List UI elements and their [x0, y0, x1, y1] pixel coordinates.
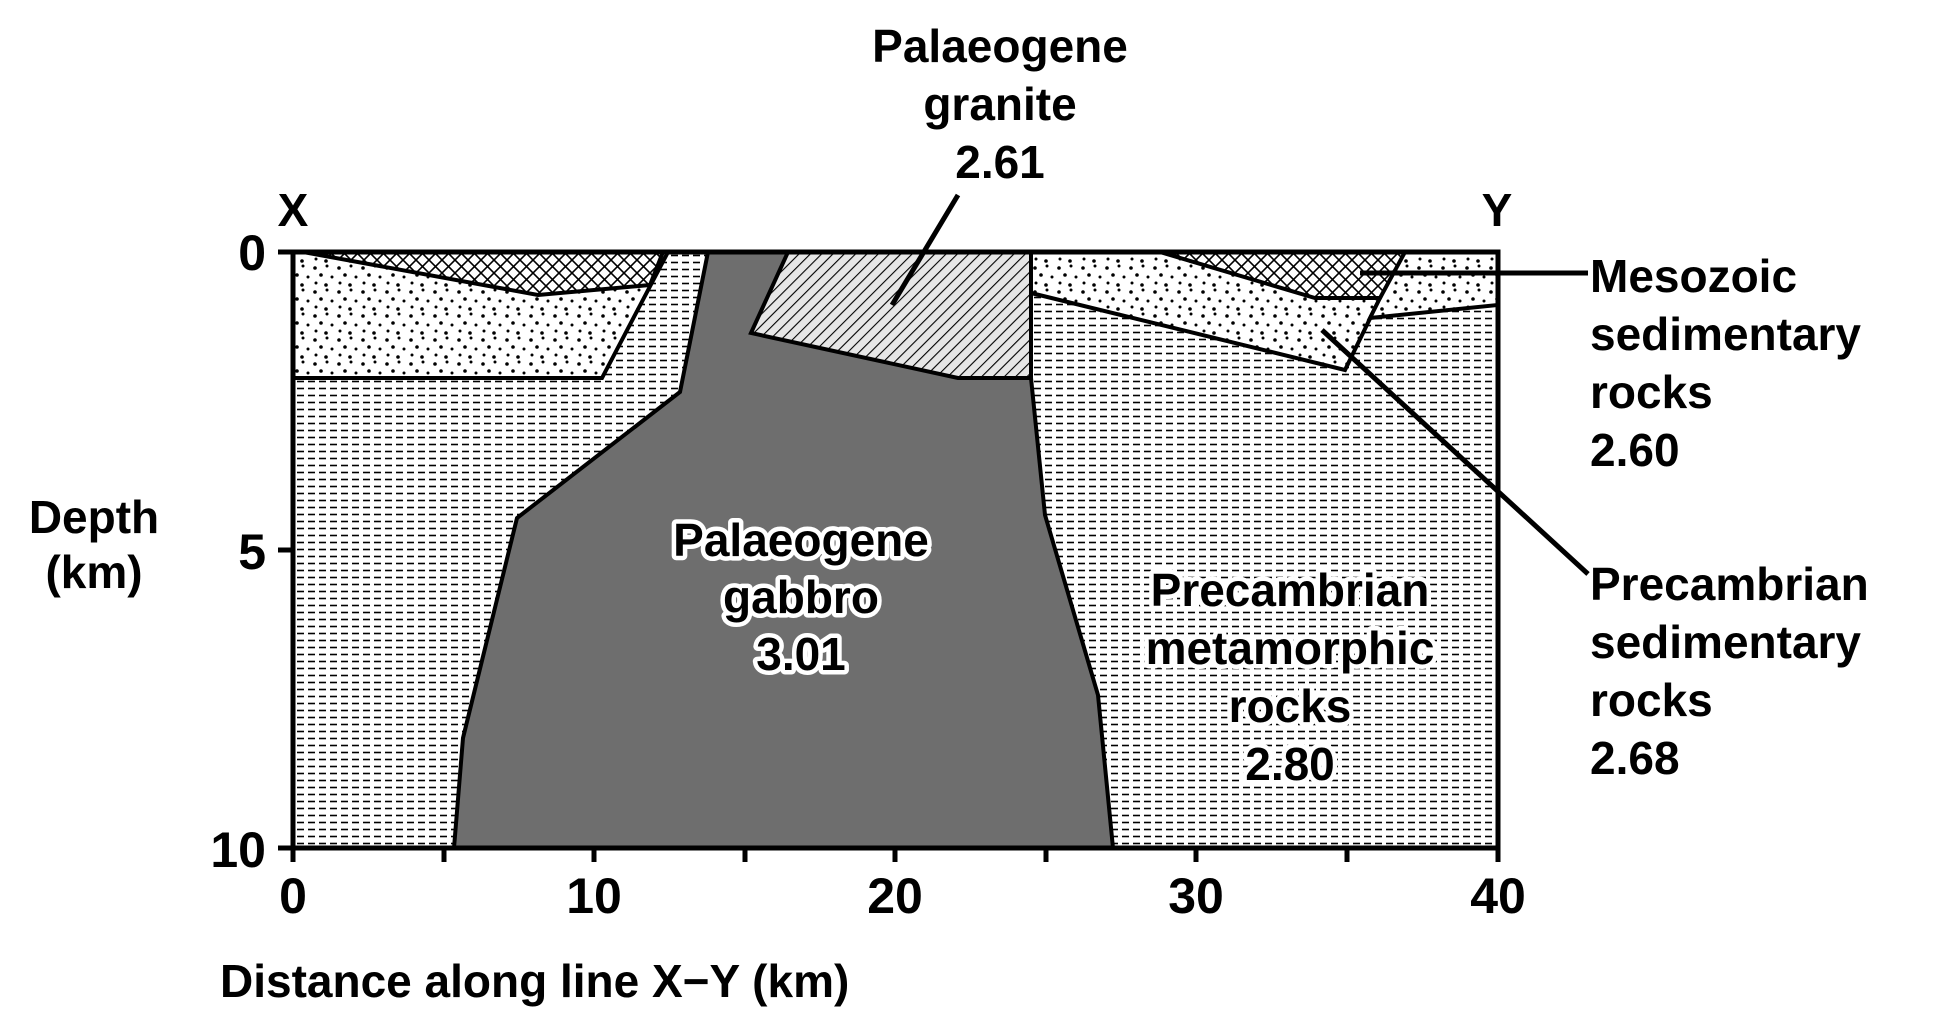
- mesozoic-label-line1: Mesozoic: [1590, 250, 1797, 302]
- y-tick-10: 10: [210, 822, 266, 878]
- granite-label-line2: granite: [923, 78, 1076, 130]
- gabbro-label-line1: Palaeogene: [673, 514, 929, 566]
- precambrian-sed-density: 2.68: [1590, 732, 1680, 784]
- x-tick-30: 30: [1168, 868, 1224, 924]
- x-tick-0: 0: [279, 868, 307, 924]
- precambrian-sed-label-line3: rocks: [1590, 674, 1713, 726]
- granite-label-line1: Palaeogene: [872, 20, 1128, 72]
- granite-density: 2.61: [955, 136, 1045, 188]
- end-label-y: Y: [1482, 184, 1513, 236]
- metamorphic-label-line3: rocks: [1229, 680, 1352, 732]
- end-label-x: X: [278, 184, 309, 236]
- metamorphic-label-line2: metamorphic: [1146, 622, 1435, 674]
- y-axis-title-line2: (km): [45, 546, 142, 598]
- precambrian-sed-label-line1: Precambrian: [1590, 558, 1869, 610]
- x-axis-ticks: [290, 848, 1501, 862]
- gabbro-label-line2: gabbro: [723, 571, 879, 623]
- mesozoic-density: 2.60: [1590, 424, 1680, 476]
- metamorphic-density: 2.80: [1245, 738, 1335, 790]
- x-axis-title: Distance along line X−Y (km): [220, 955, 849, 1007]
- x-tick-10: 10: [566, 868, 622, 924]
- y-axis-title-line1: Depth: [29, 491, 159, 543]
- x-tick-20: 20: [867, 868, 923, 924]
- y-tick-0: 0: [238, 225, 266, 281]
- mesozoic-label-line2: sedimentary: [1590, 308, 1861, 360]
- precambrian-sed-leader: [1320, 328, 1590, 576]
- x-tick-40: 40: [1470, 868, 1526, 924]
- gabbro-density: 3.01: [756, 628, 846, 680]
- precambrian-sed-label-line2: sedimentary: [1590, 616, 1861, 668]
- granite-leader: [889, 193, 961, 307]
- mesozoic-label-line3: rocks: [1590, 366, 1713, 418]
- metamorphic-label-line1: Precambrian: [1151, 564, 1430, 616]
- y-tick-5: 5: [238, 524, 266, 580]
- leader-lines: [889, 193, 1590, 576]
